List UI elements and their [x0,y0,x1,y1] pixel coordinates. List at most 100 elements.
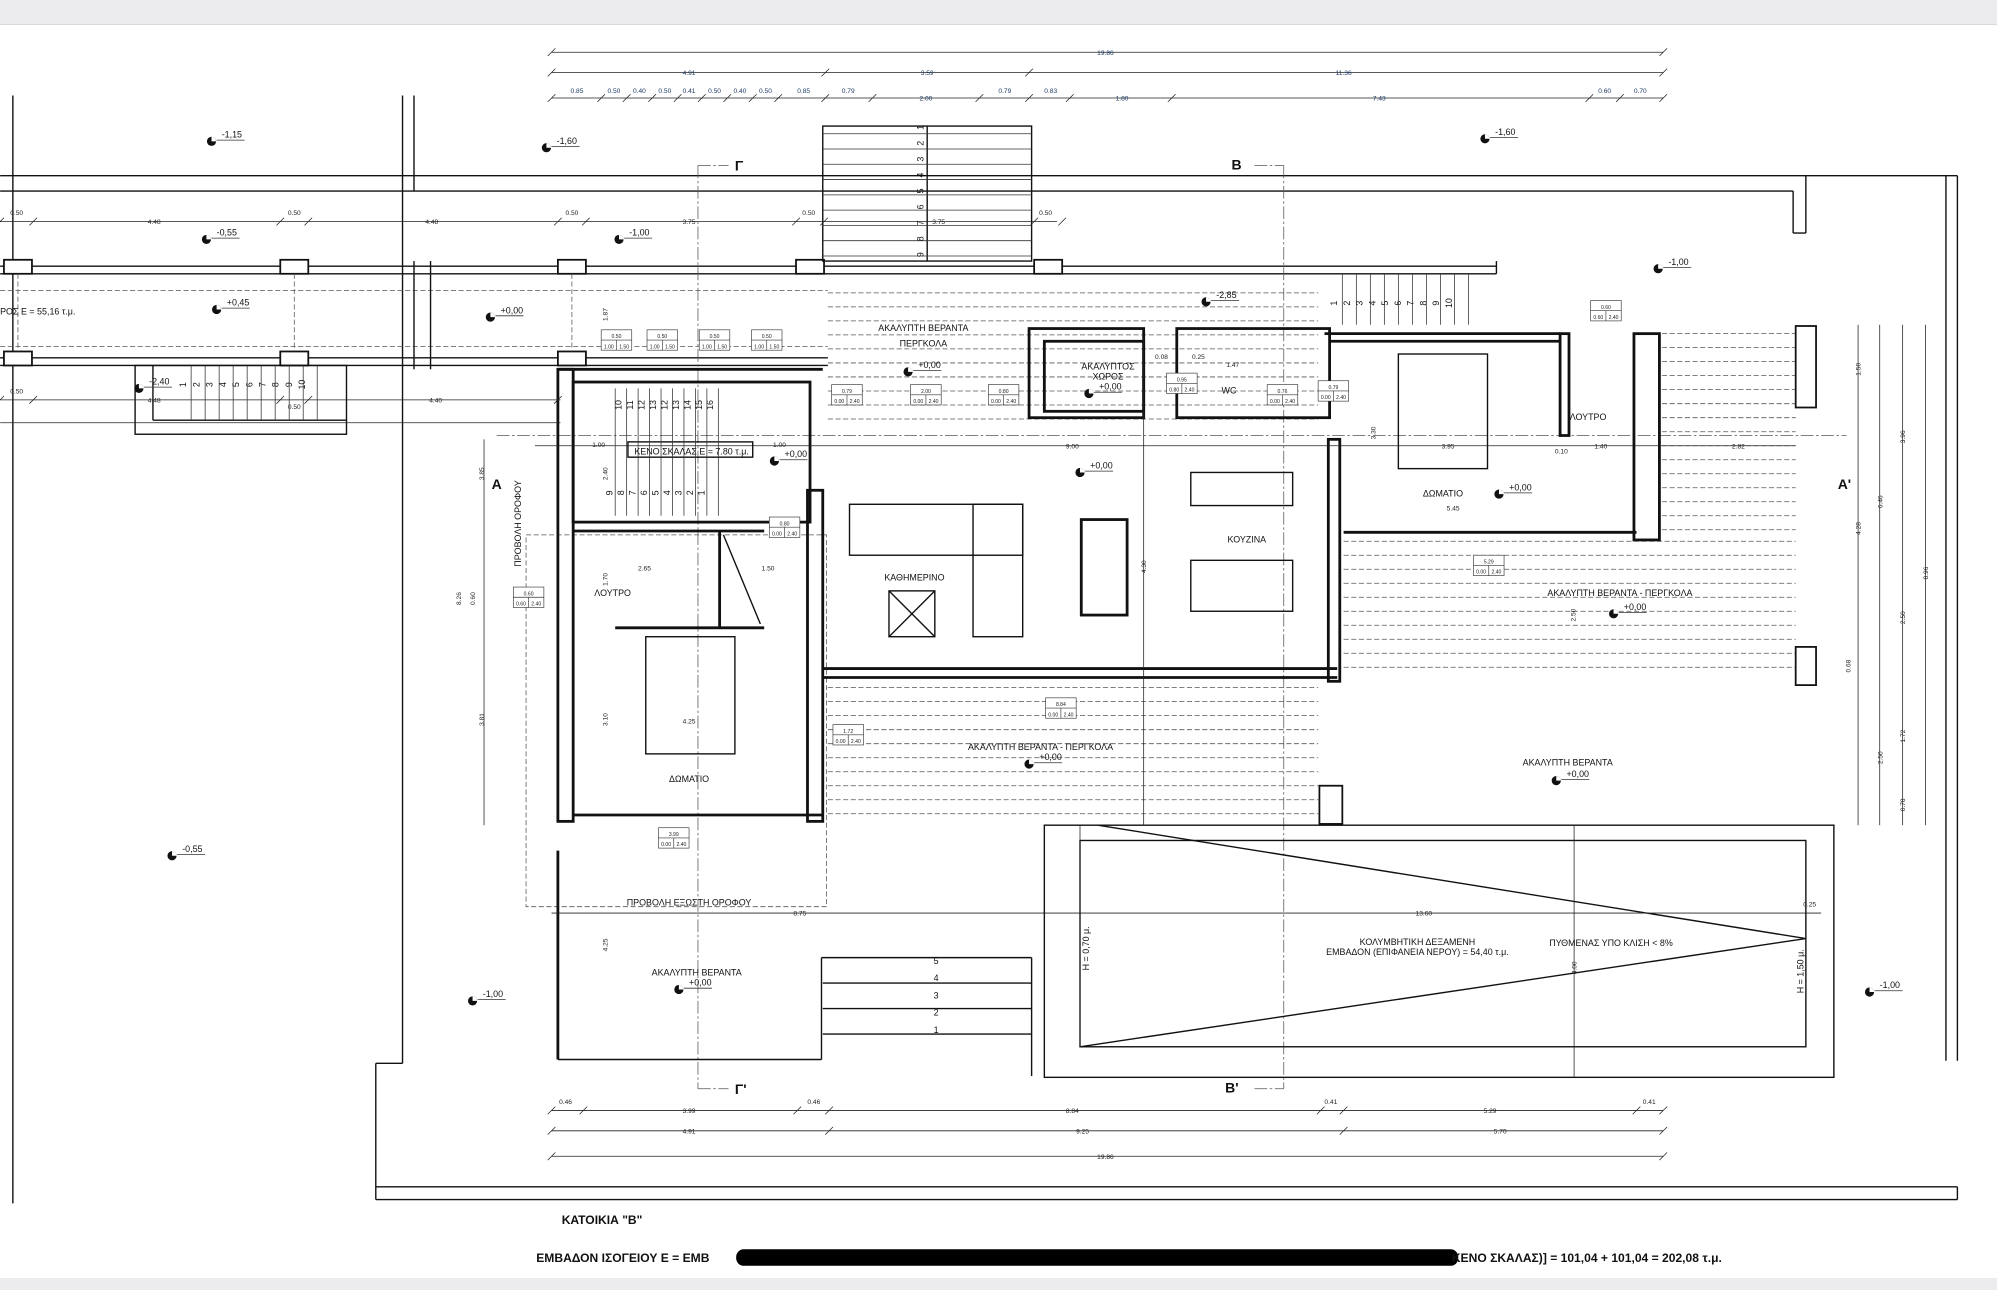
stair-step-number: 10 [1444,298,1454,308]
stair-step-number: 13 [671,400,681,410]
elevation-value: +0,00 [1624,602,1647,612]
dimension-label: 0.46 [559,1099,572,1106]
area-formula-suffix: ΚΕΝΟ ΣΚΑΛΑΣ)] = 101,04 + 101,04 = 202,08… [1452,1251,1722,1265]
dimension-label: 1.47 [1226,362,1239,369]
elevation-value: -1,00 [629,228,649,238]
room-label: ΑΚΑΛΥΠΤΗ ΒΕΡΑΝΤΑ - ΠΕΡΓΚΟΛΑ [1547,588,1692,598]
room-label: ΠΥΘΜΕΝΑΣ ΥΠΟ ΚΛΙΣΗ < 8% [1549,938,1673,948]
dimension-label: 19.86 [1097,50,1114,57]
title-block: ΚΑΤΟΙΚΙΑ "Β" ΕΜΒΑΔΟΝ ΙΣΟΓΕΙΟΥ Ε = ΕΜΒ ΚΕ… [536,1213,1722,1266]
dimension-label: 0.46 [807,1099,820,1106]
window-sill-height: 0.00 [772,531,782,537]
window-height: 2.40 [929,399,939,405]
section-beta-prime: Β' [1225,1080,1238,1096]
window-width: 2.00 [921,389,931,395]
window-height: 2.40 [1609,315,1619,321]
room-label: ΧΩΡΟΣ [1093,371,1124,381]
dimension-label: 0.10 [1555,448,1568,455]
window-sill-height: 0.00 [1321,395,1331,401]
stair-step-number: 11 [625,400,635,409]
elevation-value: -1,15 [222,130,242,140]
elevation-marker: -1,60 [541,136,580,153]
dimension-label: 6.46 [1877,495,1884,508]
elevation-value: +0,00 [1566,769,1589,779]
dimension-label: 0.50 [658,88,671,95]
dimension-label: 0.50 [802,210,815,217]
window-height: 2.40 [1336,395,1346,401]
dimension-label: 3.75 [683,219,696,226]
drawing-labels: -1,15-1,60-1,60-0,55-1,00+0,45+0,00-2,40… [0,50,1930,1161]
dimension-label: 0.25 [1192,354,1205,361]
stair-step-number: 7 [915,220,925,225]
dimension-label: 4.48 [148,397,161,404]
window-width: 0.50 [612,334,622,340]
dimension-label: 8.84 [1066,1108,1079,1115]
dimension-label: 8.96 [1923,566,1930,579]
stair-step-number: 3 [673,490,683,495]
room-label: WC [1222,385,1237,395]
dimension-label: 3.81 [479,713,486,726]
room-label: ΚΕΝΟ ΣΚΑΛΑΣ Ε = 7.80 τ.μ. [634,447,748,457]
window-height: 2.40 [787,531,797,537]
elevation-marker: +0,00 [485,305,524,322]
room-label: ΛΟΥΤΡΟ [594,588,631,598]
window-width: 0.50 [657,334,667,340]
window-width: 0.50 [762,334,772,340]
window-height: 2.40 [850,399,860,405]
stair-step-number: 3 [934,990,939,1000]
room-label: ΑΚΑΛΥΠΤΗ ΒΕΡΑΝΤΑ [878,323,968,333]
dimension-label: 1.50 [1856,363,1863,376]
dimension-label: 0.50 [10,210,23,217]
elevation-value: +0,00 [785,449,808,459]
window-width: 3.99 [669,832,679,838]
elevation-value: -1,00 [483,989,503,999]
window-sill-height: 0.00 [1476,570,1486,576]
stair-step-number: 7 [258,382,268,387]
elevation-marker: +0,00 [1084,382,1123,399]
dimension-label: 0.41 [1324,1099,1337,1106]
stair-step-number: 6 [1393,301,1403,306]
dimension-label: 1.80 [1116,96,1129,103]
room-label: ΔΩΜΑΤΙΟ [1423,489,1463,499]
room-label: ΕΜΒΑΔΟΝ (ΕΠΙΦΑΝΕΙΑ ΝΕΡΟΥ) = 54,40 τ.μ. [1326,947,1509,957]
room-label: ΚΑΘΗΜΕΡΙΝΟ [884,573,944,583]
elevation-marker: -2,40 [134,377,173,393]
dimension-label: 0.83 [1044,88,1057,95]
dimension-label: 0.68 [1845,659,1852,672]
stair-step-number: 1 [934,1025,939,1035]
dimension-label: 4.25 [683,718,696,725]
dimension-label: 2.82 [1732,443,1745,450]
window-height: 1.50 [619,344,629,350]
dimension-label: 4.91 [683,1128,696,1135]
dimension-label: 2.50 [1900,611,1907,624]
dimension-label: 8.75 [793,911,806,918]
elevation-marker: +0,00 [1608,602,1647,619]
window-width: 0.80 [999,389,1009,395]
stair-step-number: 4 [1367,301,1377,306]
elevation-marker: +0,00 [1024,752,1063,769]
section-alpha: Α [492,476,502,492]
viewer-bottom-bar [0,1278,1997,1290]
elevation-value: -1,60 [557,136,577,146]
stair-step-number: 16 [705,400,715,410]
section-gamma: Γ [735,158,744,174]
stair-step-number: 3 [1355,301,1365,306]
elevation-value: +0,00 [1039,752,1062,762]
dimension-label: 3.85 [479,467,486,480]
dimension-label: 0.50 [288,210,301,217]
stair-step-number: 2 [1342,301,1352,306]
section-alpha-prime: Α' [1838,476,1851,492]
stair-step-number: 4 [662,490,672,495]
window-height: 1.50 [769,344,779,350]
stair-step-number: 4 [934,973,939,983]
elevation-marker: -1,00 [467,989,506,1006]
dimension-label: 0.85 [571,88,584,95]
